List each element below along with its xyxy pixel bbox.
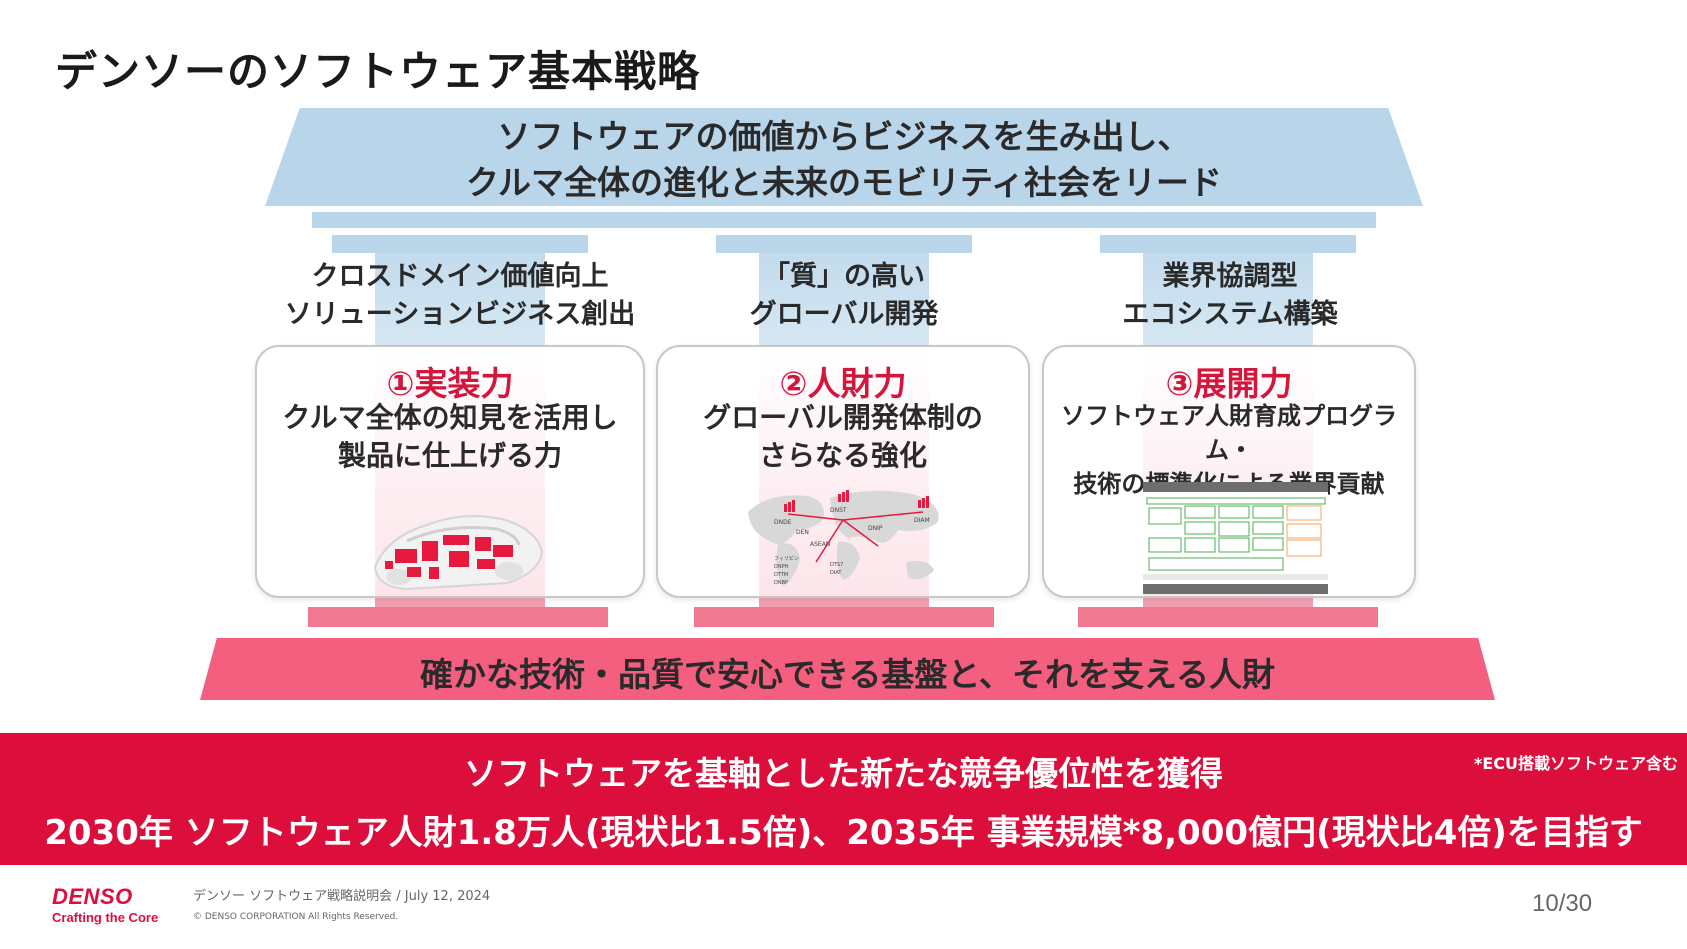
goal-targets: 2030年 ソフトウェア人財1.8万人(現状比1.5倍)、2035年 事業規模*… <box>44 813 1643 853</box>
card-2-text: グローバル開発体制の さらなる強化 <box>658 399 1028 475</box>
pillar-3-base <box>1078 607 1378 627</box>
roof-shape <box>265 108 1423 206</box>
pillar-1-shaft-top <box>375 253 545 345</box>
pillar-3-shaft-top <box>1143 253 1313 345</box>
map-label-dttm: DTTM <box>774 572 788 578</box>
card-implementation: ①実装力 クルマ全体の知見を活用し 製品に仕上げる力 <box>255 345 645 598</box>
map-label-dnst: DNST <box>830 507 847 514</box>
foundation-shape <box>200 638 1495 700</box>
vehicle-components-illustration <box>373 515 544 591</box>
map-label-dnph: DNPH <box>774 564 789 570</box>
global-development-map: DNDE DNST DIAM DNIP DEN ASEAN フィリピン DNPH… <box>748 490 939 586</box>
card-2-line-2: さらなる強化 <box>758 439 927 472</box>
card-2-title: ②人財力 <box>779 364 907 403</box>
pillar-2-base <box>694 607 994 627</box>
foundation-text: 確かな技術・品質で安心できる基盤と、それを支える人財 <box>419 655 1276 694</box>
card-1-line-2: 製品に仕上げる力 <box>337 439 562 472</box>
card-3-text: ソフトウェア人財育成プログラム・ 技術の標準化による業界貢献 <box>1044 399 1414 501</box>
pillar-3-heading: 業界協調型 エコシステム構築 <box>1020 258 1440 334</box>
goal-band <box>0 733 1687 865</box>
card-1-text: クルマ全体の知見を活用し 製品に仕上げる力 <box>257 399 643 475</box>
map-label-dts7: DTS7 <box>830 562 843 568</box>
roof-line-2: クルマ全体の進化と未来のモビリティ社会をリード <box>465 163 1223 202</box>
card-3-title: ③展開力 <box>1165 364 1293 403</box>
map-label-den: DEN <box>796 529 809 536</box>
map-label-diat: DIAT <box>830 570 842 576</box>
footer-event: デンソー ソフトウェア戦略説明会 / July 12, 2024 <box>193 889 491 904</box>
goal-footnote: *ECU搭載ソフトウェア含む <box>1474 754 1679 773</box>
map-label-dnbp: DNBP <box>774 580 788 586</box>
card-2-line-1: グローバル開発体制の <box>703 401 983 434</box>
pillar-2-shaft-top <box>759 253 929 345</box>
map-label-philippines: フィリピン <box>774 556 799 562</box>
card-deployment: ③展開力 ソフトウェア人財育成プログラム・ 技術の標準化による業界貢献 <box>1042 345 1416 598</box>
map-label-asean: ASEAN <box>810 541 830 548</box>
pillar-1-heading: クロスドメイン価値向上 ソリューションビジネス創出 <box>250 258 670 334</box>
page-number: 10/30 <box>1532 890 1593 917</box>
card-3-line-1: ソフトウェア人財育成プログラム・ <box>1061 402 1397 464</box>
map-label-dnde: DNDE <box>774 519 792 526</box>
footer-copyright: © DENSO CORPORATION All Rights Reserved. <box>193 912 399 922</box>
pillar-1-heading-line-2: ソリューションビジネス創出 <box>284 299 636 330</box>
denso-tagline: Crafting the Core <box>52 910 159 925</box>
pillar-2-cap <box>716 235 972 253</box>
denso-logo: DENSO <box>52 884 133 909</box>
slide-title: デンソーのソフトウェア基本戦略 <box>55 47 701 96</box>
software-architecture-diagram <box>1143 482 1328 594</box>
pillar-2-heading-line-2: グローバル開発 <box>749 299 939 330</box>
pillar-3-heading-line-2: エコシステム構築 <box>1122 299 1338 330</box>
pillar-3-cap <box>1100 235 1356 253</box>
map-label-dnip: DNIP <box>868 525 883 532</box>
card-human-resources: ②人財力 グローバル開発体制の さらなる強化 DNDE DNST DIAM DN… <box>656 345 1030 598</box>
roof-text: ソフトウェアの価値からビジネスを生み出し、 クルマ全体の進化と未来のモビリティ社… <box>265 114 1423 206</box>
pillar-2-heading: 「質」の高い グローバル開発 <box>634 258 1054 334</box>
pillar-1-cap <box>332 235 588 253</box>
map-label-diam: DIAM <box>914 517 930 524</box>
goal-headline: ソフトウェアを基軸とした新たな競争優位性を獲得 <box>464 754 1223 793</box>
card-1-title: ①実装力 <box>386 364 514 403</box>
roof-beam <box>312 212 1376 228</box>
pillar-1-heading-line-1: クロスドメイン価値向上 <box>311 261 609 292</box>
pillar-2-heading-line-1: 「質」の高い <box>763 261 925 292</box>
card-1-line-1: クルマ全体の知見を活用し <box>282 401 618 434</box>
roof-line-1: ソフトウェアの価値からビジネスを生み出し、 <box>497 117 1191 156</box>
pillar-1-base <box>308 607 608 627</box>
pillar-3-heading-line-1: 業界協調型 <box>1162 261 1298 292</box>
